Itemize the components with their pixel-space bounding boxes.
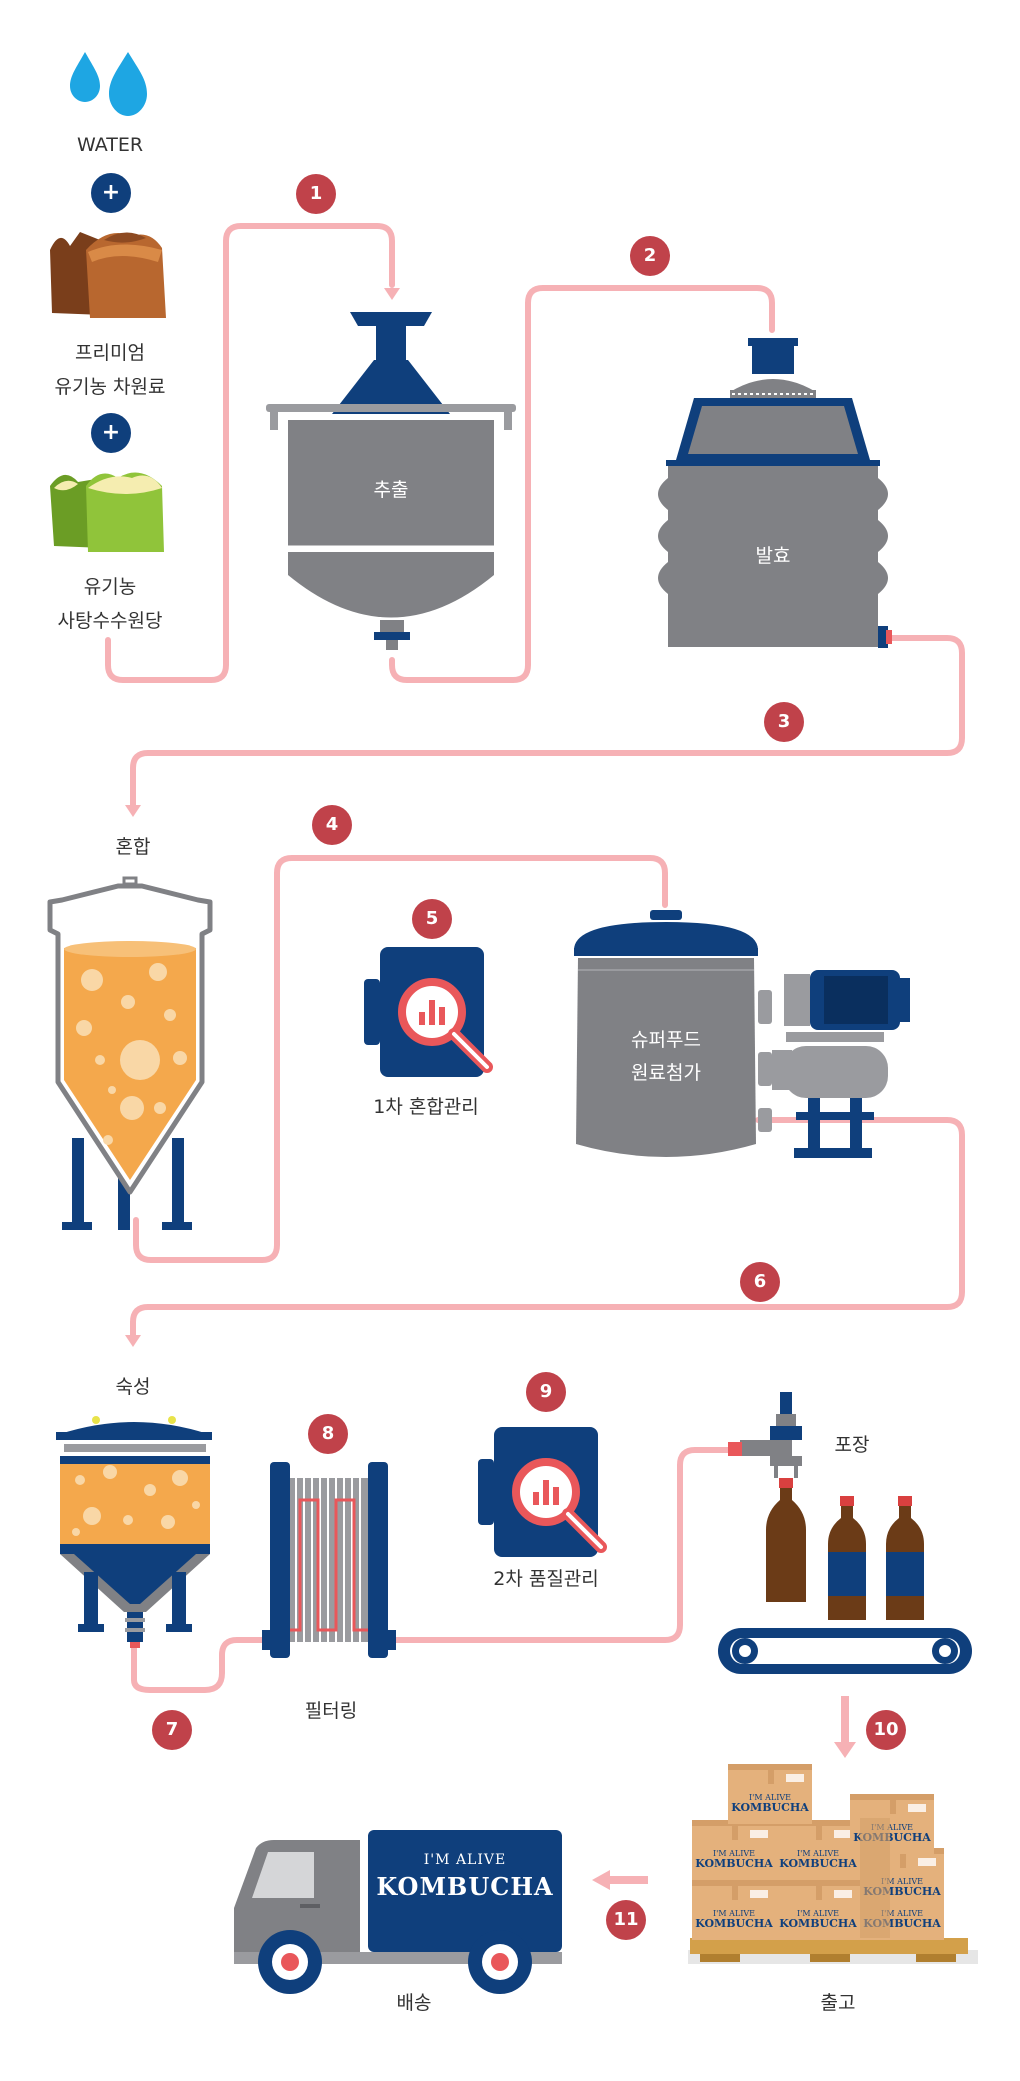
- qc2-label: 2차 품질관리: [493, 1568, 599, 1590]
- magnifier-chart-icon-qc2: [478, 1427, 601, 1557]
- sugar-label: 유기농 사탕수수원당: [20, 570, 200, 638]
- release-label: 출고: [820, 1992, 856, 2014]
- step-badge-8: 8: [308, 1414, 348, 1454]
- step-badge-3: 3: [764, 702, 804, 742]
- plus-badge: +: [91, 413, 131, 453]
- truck-brand-line2: KOMBUCHA: [376, 1872, 554, 1901]
- mixing-tank: [47, 876, 213, 1230]
- step-badge-7: 7: [152, 1710, 192, 1750]
- extraction-tank: [266, 312, 516, 650]
- delivery-label: 배송: [396, 1992, 432, 2014]
- box-icon: [688, 1764, 978, 1964]
- tea-label: 프리미엄 유기농 차원료: [20, 336, 200, 404]
- water-drop-icon: [70, 52, 147, 116]
- packaging-line: [718, 1392, 972, 1674]
- process-pipes: [105, 223, 965, 1693]
- sugar-label-line1: 유기농: [83, 576, 137, 598]
- extraction-label: 추출: [373, 479, 409, 501]
- superfood-label-line2: 원료첨가: [631, 1062, 701, 1084]
- mixing-label: 혼합: [115, 836, 151, 858]
- filtering-label: 필터링: [304, 1700, 358, 1722]
- motor: [772, 970, 910, 1158]
- qc1-label: 1차 혼합관리: [373, 1096, 479, 1118]
- superfood-tank: [574, 910, 910, 1158]
- step-badge-4: 4: [312, 805, 352, 845]
- superfood-label-line1: 슈퍼푸드: [631, 1029, 701, 1051]
- bottle: [828, 1496, 866, 1620]
- truck-brand-line1: I'M ALIVE: [423, 1852, 507, 1868]
- flow-arrows: [125, 288, 856, 1890]
- sugar-bag-icon: [50, 472, 164, 552]
- tea-label-line1: 프리미엄: [75, 342, 145, 364]
- aging-tank: [56, 1416, 212, 1648]
- fermentation-tank: [658, 338, 892, 648]
- step-badge-9: 9: [526, 1372, 566, 1412]
- tea-label-line2: 유기농 차원료: [54, 376, 166, 398]
- step-badge-11: 11: [606, 1900, 646, 1940]
- truck-icon: [234, 1830, 562, 1994]
- magnifier-chart-icon-qc1: [364, 947, 487, 1077]
- step-badge-10: 10: [866, 1710, 906, 1750]
- step-badge-5: 5: [412, 899, 452, 939]
- aging-label: 숙성: [115, 1376, 151, 1398]
- conveyor-belt: [718, 1628, 972, 1674]
- plus-badge: +: [91, 173, 131, 213]
- filter-press: [262, 1462, 396, 1658]
- tea-bag-icon: [50, 232, 166, 318]
- step-badge-1: 1: [296, 174, 336, 214]
- bottle: [886, 1496, 924, 1620]
- packaging-label: 포장: [834, 1434, 870, 1456]
- step-badge-2: 2: [630, 236, 670, 276]
- water-label: WATER: [76, 134, 144, 156]
- fermentation-label: 발효: [755, 545, 791, 567]
- step-badge-6: 6: [740, 1262, 780, 1302]
- superfood-label: 슈퍼푸드 원료첨가: [596, 1024, 736, 1090]
- sugar-label-line2: 사탕수수원당: [57, 610, 163, 632]
- bottle: [766, 1478, 806, 1602]
